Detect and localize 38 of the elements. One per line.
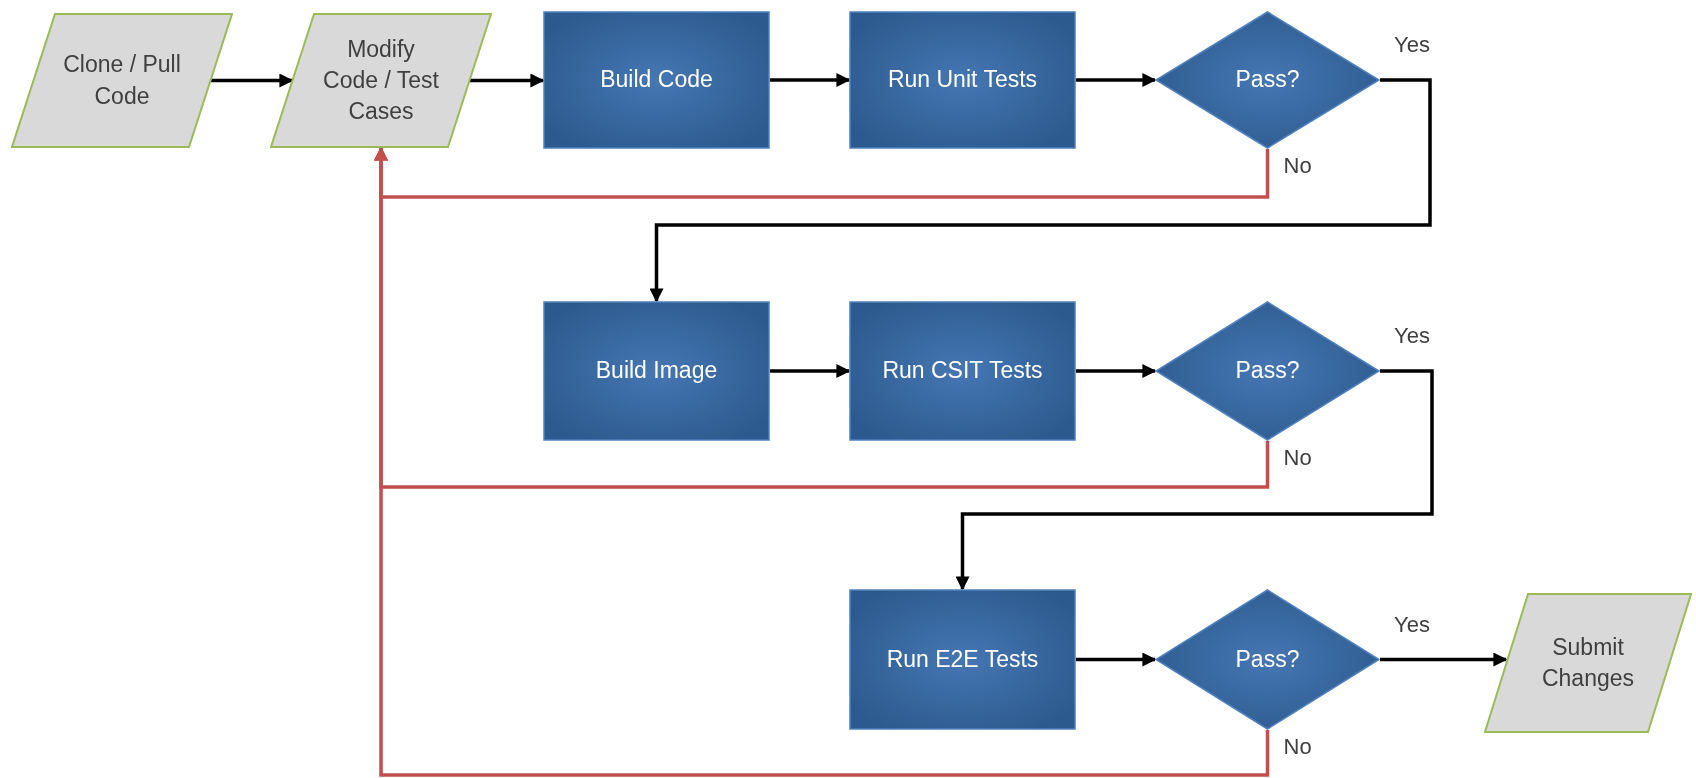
process-box [543,11,770,149]
edge-label: Yes [1394,323,1430,349]
arrow [955,369,1434,591]
arrow [1076,73,1157,87]
node-label: Pass? [1235,356,1300,386]
node-label: Run E2E Tests [886,644,1039,674]
arrow [1380,652,1508,667]
edge-label: Yes [1394,32,1430,58]
arrow [1076,652,1157,667]
node-label: Modify Code / Test Cases [322,34,440,126]
decision-diamond [1155,301,1380,441]
process-box [849,589,1076,730]
arrow [770,73,851,87]
edge-label: No [1283,734,1312,760]
node-label: Pass? [1235,644,1300,674]
arrow [211,73,294,88]
edge-label: No [1283,153,1312,179]
node-label: Clone / Pull Code [62,50,182,111]
process-box [543,301,770,441]
node-label: Submit Changes [1540,632,1636,693]
io-parallelogram [1484,593,1692,733]
arrow [1076,364,1157,378]
edge-label: Yes [1394,611,1430,638]
process-box [849,301,1076,441]
arrow [649,78,1432,303]
node-label: Build Code [600,65,713,95]
io-parallelogram [11,13,233,148]
edge-label: No [1283,445,1312,471]
process-box [849,11,1076,149]
decision-diamond [1155,11,1380,149]
io-parallelogram [270,13,492,148]
arrow [770,364,851,378]
node-label: Run Unit Tests [887,65,1038,95]
arrow [470,73,545,88]
node-label: Pass? [1235,65,1300,95]
node-label: Run CSIT Tests [882,356,1043,386]
decision-diamond [1155,589,1380,730]
node-label: Build Image [595,356,718,386]
